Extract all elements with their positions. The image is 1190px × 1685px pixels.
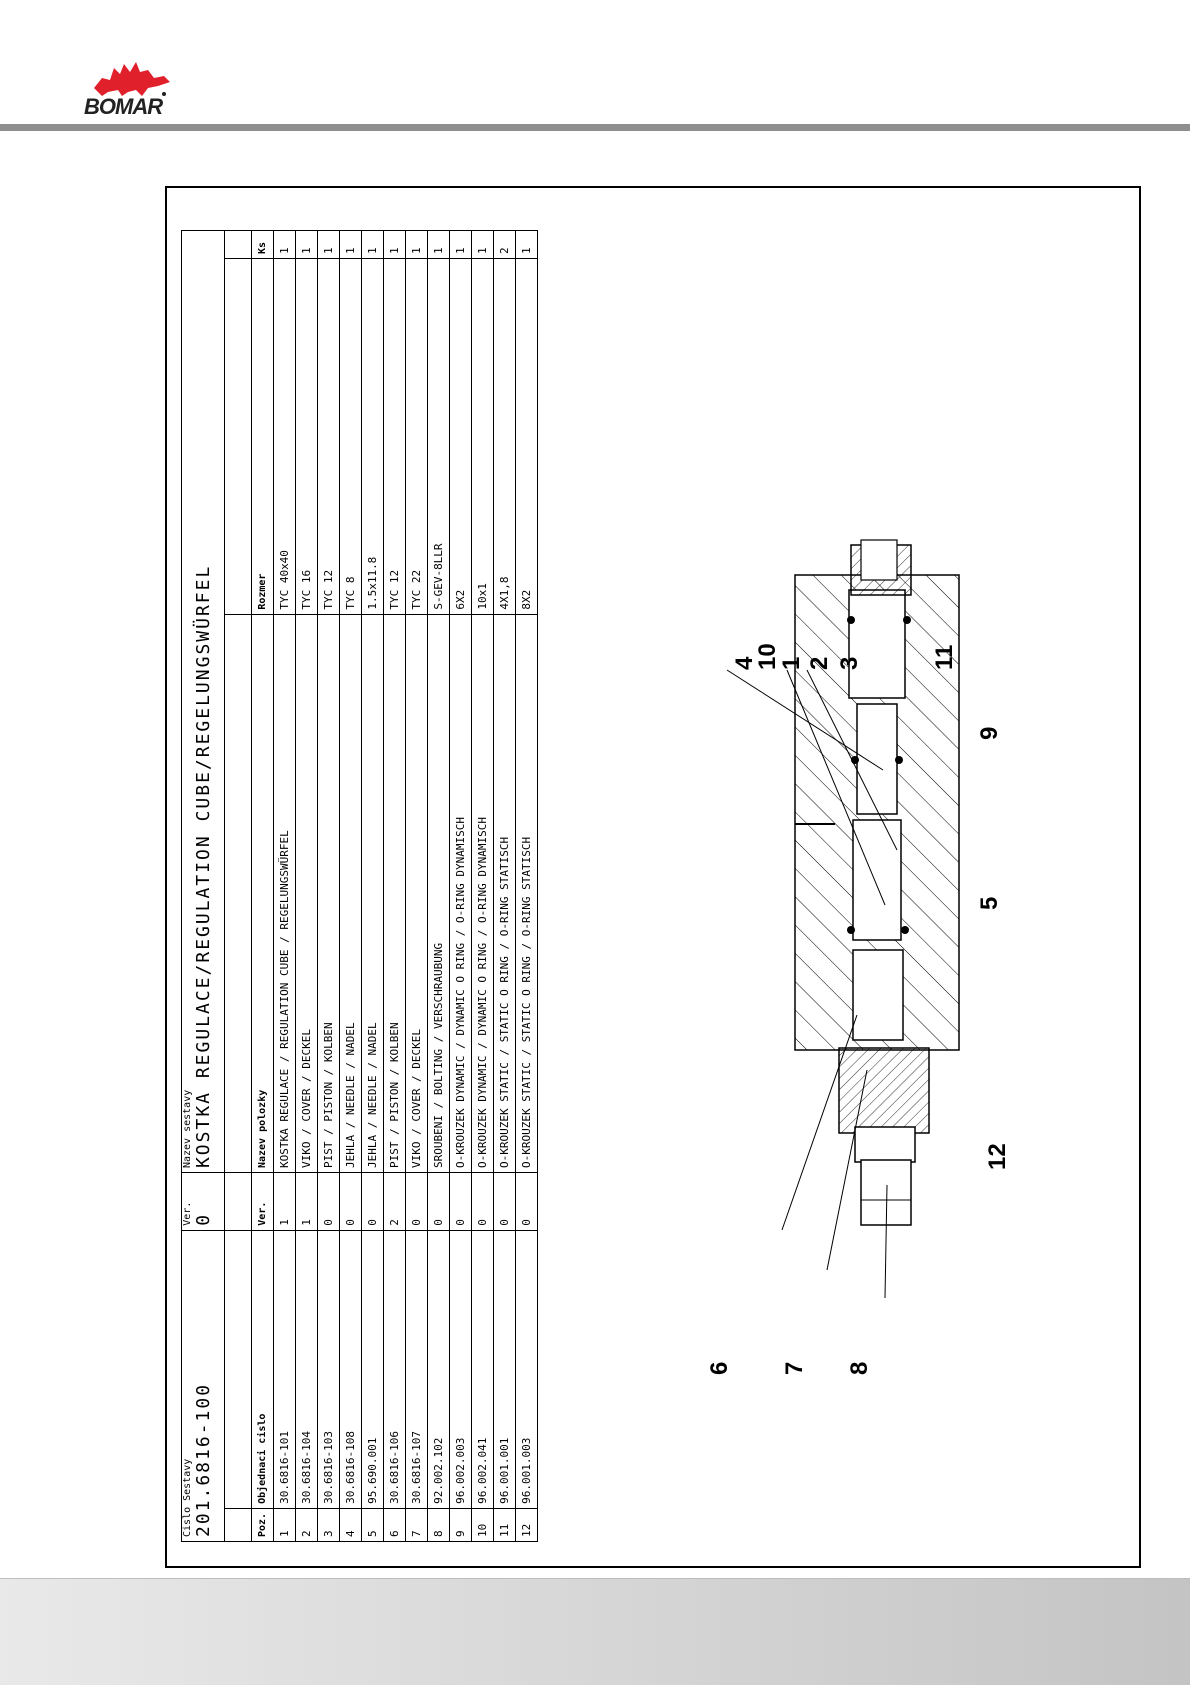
needle-4-bore bbox=[856, 703, 898, 815]
balloon-7: 7 bbox=[781, 1362, 808, 1375]
piston-bore bbox=[852, 949, 904, 1041]
balloon-2: 2 bbox=[806, 657, 833, 670]
balloon-9: 9 bbox=[976, 727, 1003, 740]
header-rule bbox=[0, 124, 1190, 131]
o-ring-10-b bbox=[895, 756, 903, 764]
page-footer bbox=[0, 1578, 1190, 1685]
balloon-12: 12 bbox=[984, 1143, 1011, 1170]
o-ring-12-b bbox=[901, 926, 909, 934]
balloon-5: 5 bbox=[976, 897, 1003, 910]
balloon-1: 1 bbox=[778, 657, 805, 670]
balloon-8: 8 bbox=[846, 1362, 873, 1375]
logo-text: BOMAR bbox=[84, 94, 163, 119]
balloon-10: 10 bbox=[754, 643, 781, 670]
dinosaur-icon bbox=[94, 62, 170, 96]
piston-6 bbox=[852, 819, 902, 941]
cover-2-bore bbox=[860, 539, 898, 581]
balloon-11: 11 bbox=[931, 645, 958, 670]
page-header: BOMAR bbox=[0, 0, 1190, 135]
bolting-nut bbox=[854, 1126, 916, 1163]
piston-3 bbox=[848, 589, 906, 699]
rotated-sheet: Cislo Sestavy 201.6816-100 Ver. 0 Nazev … bbox=[167, 188, 1143, 1570]
o-ring-12 bbox=[847, 926, 855, 934]
o-ring-11 bbox=[847, 616, 855, 624]
balloon-3: 3 bbox=[836, 657, 863, 670]
balloon-6: 6 bbox=[706, 1362, 733, 1375]
o-ring-11-b bbox=[903, 616, 911, 624]
cover-7 bbox=[838, 1047, 930, 1134]
balloon-4: 4 bbox=[731, 656, 758, 670]
leader-lines bbox=[726, 669, 898, 1299]
bomar-logo: BOMAR bbox=[84, 58, 184, 120]
balloon-labels: 4 10 1 2 3 11 9 5 6 7 8 12 bbox=[706, 643, 1011, 1375]
assembly-drawing: 4 10 1 2 3 11 9 5 6 7 8 12 bbox=[706, 539, 1011, 1375]
drawing-sheet: Cislo Sestavy 201.6816-100 Ver. 0 Nazev … bbox=[165, 186, 1141, 1568]
